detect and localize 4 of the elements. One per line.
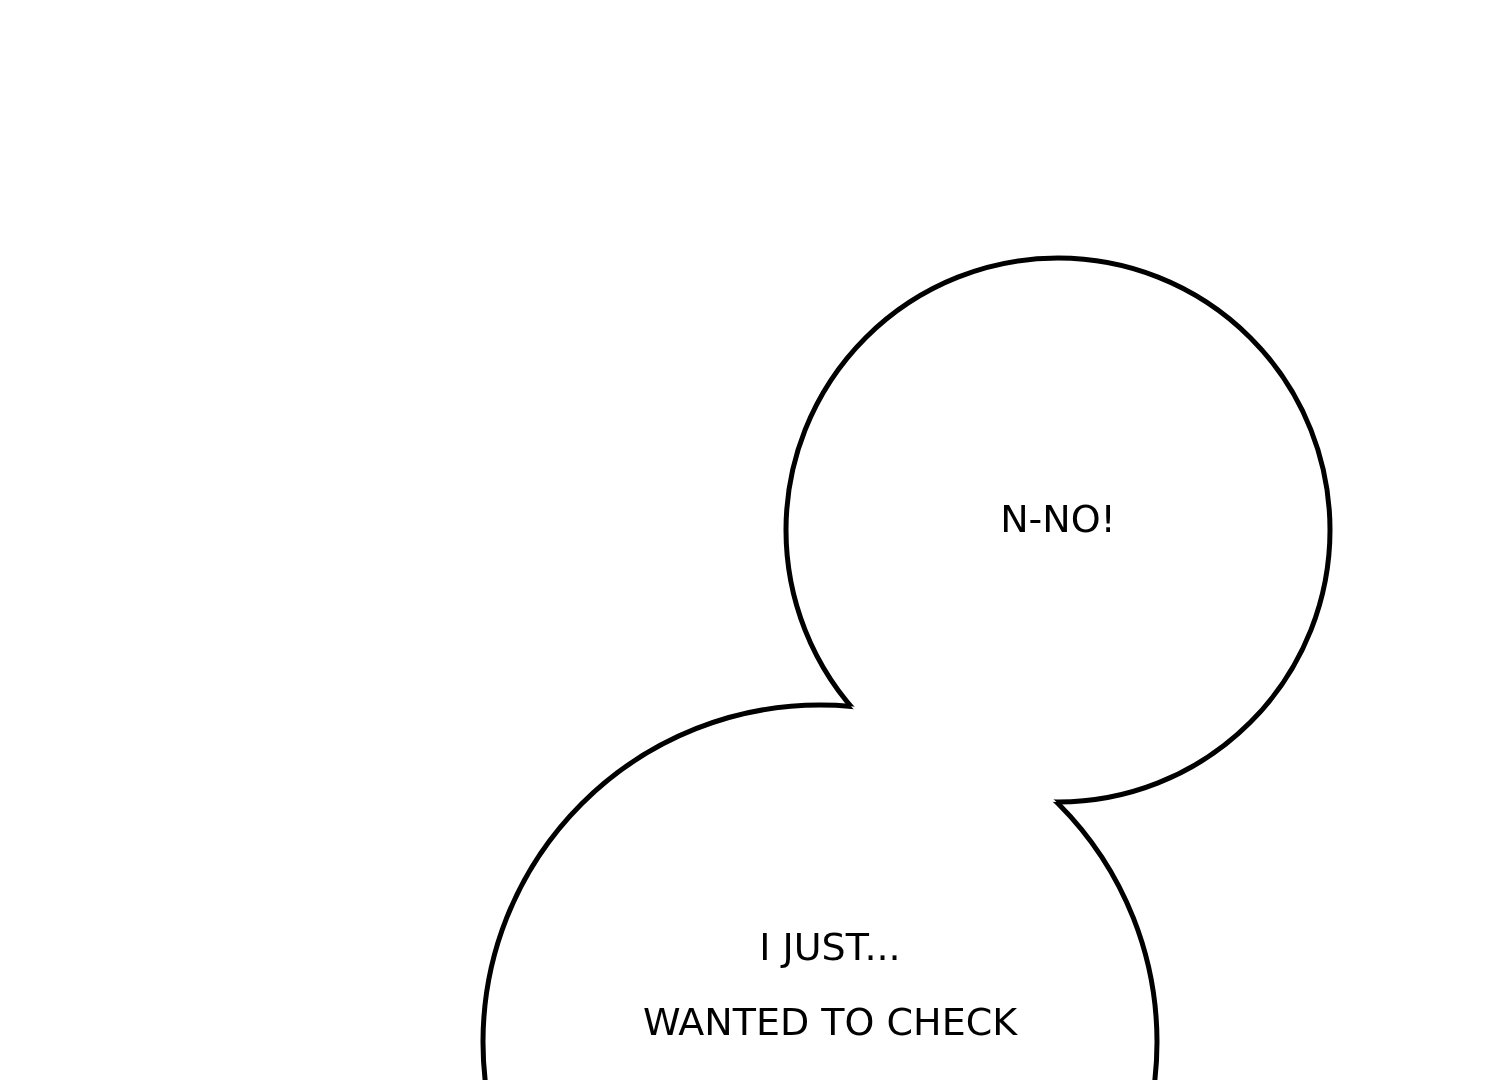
speech-text: N-NO! — [1000, 500, 1116, 538]
speech-text: I JUST... — [759, 928, 901, 966]
speech-bubble — [783, 255, 1333, 805]
speech-text: WANTED TO CHECK — [642, 1003, 1018, 1041]
